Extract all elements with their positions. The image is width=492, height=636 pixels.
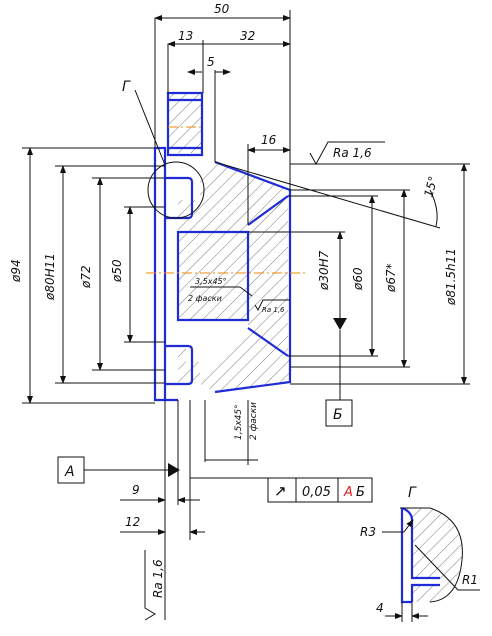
section-label: Г (408, 485, 417, 501)
datum-a: A (57, 456, 180, 484)
dim-length-9: 9 (132, 483, 140, 497)
dim-d50: ø50 (110, 259, 124, 283)
dim-angle-15: 15° (421, 175, 440, 199)
tolerance-value: 0,05 (302, 485, 331, 500)
roughness-top-text: Ra 1,6 (333, 146, 372, 160)
datum-a-label: A (64, 464, 75, 480)
dim-d80: ø80H11 (43, 253, 57, 301)
tolerance-frame: ↗ 0,05 A Б (189, 472, 373, 503)
tolerance-symbol: ↗ (274, 482, 287, 500)
roughness-top: Ra 1,6 (290, 141, 470, 166)
top-dimensions: 50 13 32 5 16 (154, 2, 291, 225)
tolerance-datum-b: Б (356, 485, 365, 500)
tolerance-datum-a: A (343, 485, 353, 500)
roughness-bottom: Ra 1,6 (144, 540, 166, 621)
outer-chamfer-note: 1,5x45° 2 фаски (204, 400, 259, 465)
datum-b: Б (325, 318, 353, 427)
dim-length-13: 13 (178, 29, 193, 43)
chamfer-outer-note: 2 фаски (249, 402, 259, 440)
dim-length-12: 12 (125, 515, 140, 529)
roughness-bottom-text: Ra 1,6 (151, 559, 165, 598)
radius-r3: R3 (360, 525, 376, 539)
chamfer-inner-text: 3,5x45° (195, 277, 227, 286)
datum-b-label: Б (333, 407, 343, 423)
dim-d67: ø67* (384, 263, 398, 293)
right-diameters: ø30H7 ø60 ø67* ø81.5h11 15° (214, 161, 470, 385)
inner-chamfer-note: 3,5x45° 2 фаски Ra 1,6 (188, 277, 290, 314)
dim-d60: ø60 (351, 267, 365, 291)
dim-length-50: 50 (214, 2, 230, 16)
detail-view-label: Г (122, 79, 131, 95)
dim-length-16: 16 (261, 133, 277, 147)
detail-view: Г R3 R1 4 (360, 485, 480, 622)
detail-circle (147, 161, 205, 219)
detail-dim-4: 4 (376, 601, 384, 615)
radius-r1: R1 (462, 573, 478, 587)
dim-d30: ø30H7 (317, 250, 331, 291)
chamfer-outer-text: 1,5x45° (234, 404, 244, 440)
roughness-small: Ra 1,6 (262, 306, 285, 314)
dim-d72: ø72 (79, 265, 93, 289)
detail-leader (134, 89, 166, 166)
bottom-dimensions: 9 12 (120, 400, 205, 540)
dim-d94: ø94 (9, 259, 23, 283)
chamfer-inner-note: 2 фаски (188, 294, 222, 303)
section-hatching (168, 93, 463, 602)
dim-length-5: 5 (207, 55, 215, 69)
left-diameters: ø94 ø80H11 ø72 ø50 (9, 147, 165, 404)
dim-length-32: 32 (240, 29, 255, 43)
dim-d81: ø81.5h11 (444, 248, 458, 306)
